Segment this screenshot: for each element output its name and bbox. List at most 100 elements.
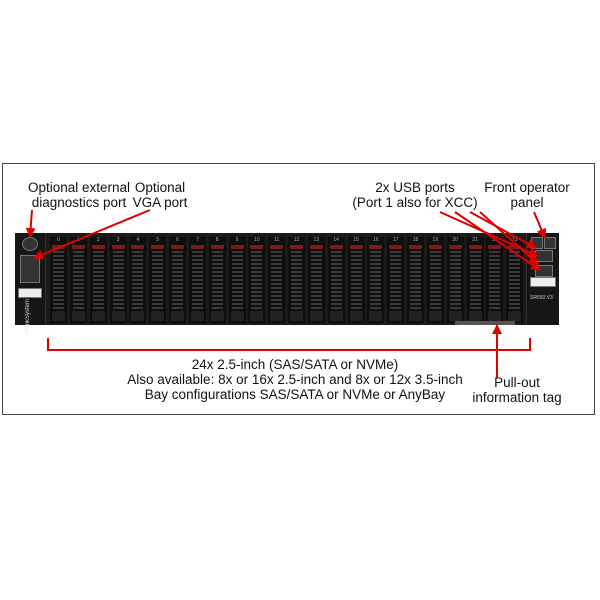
bay-grill (231, 251, 243, 309)
bay-handle (71, 311, 85, 321)
brand-label: ThinkSystem (25, 299, 31, 334)
bay-number: 20 (452, 237, 458, 243)
bay-handle (190, 311, 204, 321)
bay-grill (172, 251, 183, 309)
drive-bay: 1 (69, 237, 87, 323)
callout-line: Also available: 8x or 16x 2.5-inch and 8… (127, 372, 463, 387)
bay-handle (111, 311, 125, 321)
pullout-information-tag (455, 321, 515, 325)
bay-handle (171, 311, 184, 321)
callout-line: diagnostics port (31, 195, 127, 210)
bay-number: 21 (472, 237, 478, 243)
drive-bay: 23 (506, 237, 524, 323)
bay-grill (251, 251, 263, 309)
bay-handle (309, 311, 323, 321)
drive-bay: 6 (169, 237, 186, 323)
bay-grill (191, 251, 203, 309)
callout-line: information tag (472, 390, 562, 405)
bay-latch (309, 245, 323, 249)
model-label: SR650 V3 (530, 295, 553, 301)
bay-handle (131, 311, 145, 321)
bay-number: 7 (195, 237, 199, 243)
bay-grill (489, 251, 501, 309)
bay-grill (211, 251, 223, 309)
vga-port (20, 255, 40, 283)
bay-grill (429, 251, 441, 309)
bay-latch (250, 245, 264, 249)
bay-handle (329, 311, 343, 321)
drive-bay: 9 (228, 237, 246, 323)
bay-grill (132, 251, 144, 309)
bay-handle (389, 311, 403, 321)
callout-line: 24x 2.5-inch (SAS/SATA or NVMe) (191, 357, 399, 372)
bay-handle (250, 311, 264, 321)
bay-latch (409, 245, 422, 249)
bay-number: 1 (76, 237, 80, 243)
bay-latch (349, 245, 363, 249)
bay-number: 23 (511, 237, 518, 243)
bay-latch (171, 245, 184, 249)
bay-latch (290, 245, 303, 249)
bay-number: 19 (432, 237, 439, 243)
drive-bay: 15 (347, 237, 365, 323)
callout-line: panel (510, 195, 544, 210)
bay-number: 14 (333, 237, 339, 243)
diagnostics-port-callout: Optional external diagnostics port (14, 180, 144, 210)
bay-number: 2 (96, 237, 100, 243)
bay-number: 3 (116, 237, 120, 243)
left-rack-ear: ThinkSystem (15, 233, 46, 334)
bay-number: 15 (353, 237, 359, 243)
bay-handle (230, 311, 244, 321)
drive-bay: 22 (486, 237, 504, 323)
diagnostics-port (22, 237, 38, 251)
callout-line: VGA port (132, 195, 188, 210)
bay-latch (151, 245, 165, 249)
bay-latch (71, 245, 85, 249)
drive-bay: 5 (149, 237, 167, 323)
bay-number: 0 (57, 237, 60, 243)
bay-grill (310, 251, 322, 309)
bay-latch (488, 245, 502, 249)
bay-grill (291, 251, 302, 309)
callout-line: Front operator (484, 180, 570, 195)
bay-number: 5 (156, 237, 160, 243)
left-pull-tab (18, 288, 42, 298)
bay-grill (330, 251, 342, 309)
bay-latch (369, 245, 383, 249)
bay-handle (488, 311, 502, 321)
bay-latch (91, 245, 105, 249)
bay-number: 4 (136, 237, 140, 243)
bay-grill (112, 251, 124, 309)
bay-number: 16 (373, 237, 379, 243)
usb-port-1 (535, 250, 553, 262)
bay-handle (270, 311, 284, 321)
callout-line: Pull-out (494, 375, 540, 390)
bay-handle (409, 311, 422, 321)
bay-latch (230, 245, 244, 249)
vga-port-callout: Optional VGA port (120, 180, 200, 210)
usb-port-2 (535, 265, 553, 277)
bay-handle (428, 311, 442, 321)
drive-bays-callout: 24x 2.5-inch (SAS/SATA or NVMe) Also ava… (110, 357, 480, 402)
callout-line: 2x USB ports (375, 180, 455, 195)
bay-handle (52, 311, 65, 321)
front-panel-callout: Front operator panel (474, 180, 580, 210)
drive-bay: 4 (129, 237, 147, 323)
bay-handle (91, 311, 105, 321)
drive-bay: 16 (367, 237, 385, 323)
drive-bay: 0 (50, 237, 67, 323)
id-button (544, 237, 556, 249)
bay-latch (389, 245, 403, 249)
bay-grill (72, 251, 84, 309)
drive-bay: 21 (466, 237, 484, 323)
bay-handle (448, 311, 462, 321)
bay-latch (508, 245, 522, 249)
bay-grill (92, 251, 104, 309)
power-button (531, 237, 543, 249)
bay-number: 12 (293, 237, 300, 243)
bay-grill (509, 251, 521, 309)
bay-grill (469, 251, 481, 309)
right-rack-ear: SR650 V3 (526, 233, 559, 325)
drive-bay: 18 (407, 237, 424, 323)
